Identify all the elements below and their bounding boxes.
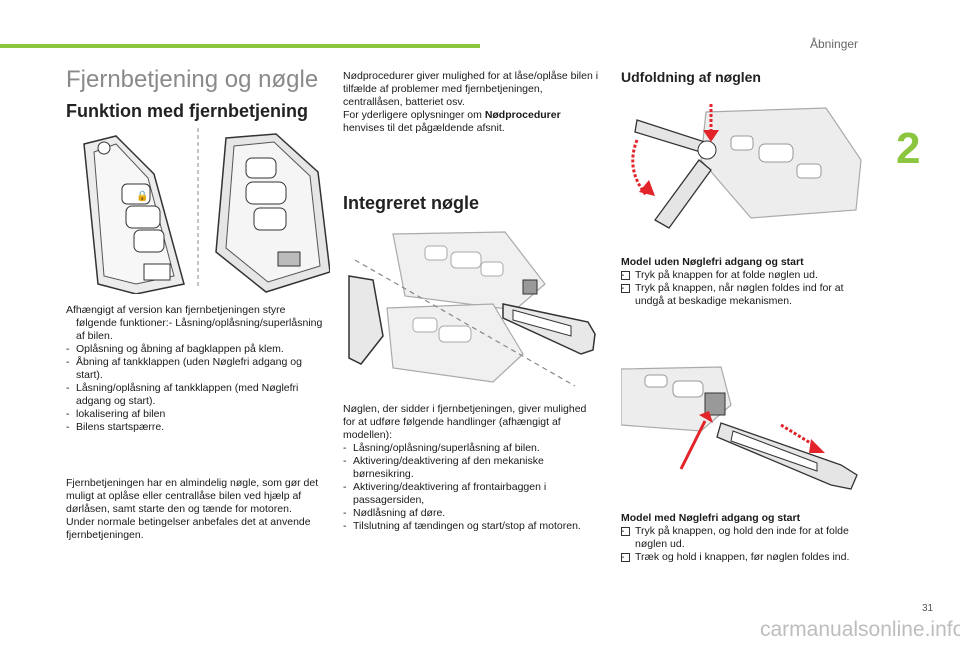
svg-text:🔒: 🔒 (136, 190, 148, 202)
step-text: Tryk på knappen, når nøglen foldes ind f… (635, 282, 844, 307)
page-number: 31 (922, 603, 934, 614)
remote-key-illustration: 🔒 (83, 128, 330, 294)
emergency-reference: For yderligere oplysninger om Nødprocedu… (343, 109, 599, 135)
integrated-key-illustration (348, 231, 596, 387)
step-text: Træk og hold i knappen, før nøglen folde… (635, 551, 850, 563)
checkbox-icon (621, 553, 630, 562)
heading-remote-function: Funktion med fjernbetjening (66, 101, 308, 121)
watermark: carmanualsonline.info (760, 618, 960, 641)
emergency-ref-prefix: For yderligere oplysninger om (343, 109, 485, 121)
heading-unfold-key: Udfoldning af nøglen (621, 69, 761, 85)
model1-instructions: Model uden Nøglefri adgang og start Tryk… (621, 256, 869, 308)
remote-description: Fjernbetjeningen har en almindelig nøgle… (66, 477, 328, 542)
section-label: Åbninger (810, 37, 859, 51)
model2-instructions: Model med Nøglefri adgang og start Tryk … (621, 512, 869, 564)
page-title: Fjernbetjening og nøgle (66, 66, 319, 93)
integrated-key-intro: Nøglen, der sidder i fjernbetjeningen, g… (343, 403, 587, 441)
list-item: lokalisering af bilen (66, 408, 328, 421)
list-item: Tilslutning af tændingen og start/stop a… (343, 520, 599, 533)
remote-functions-list: Oplåsning og åbning af bagklappen på kle… (66, 343, 328, 434)
emergency-note: Nødprocedurer giver mulighed for at låse… (343, 70, 599, 135)
remote-intro-text: Afhængigt af version kan fjernbetjeninge… (66, 304, 323, 342)
list-item: Oplåsning og åbning af bagklappen på kle… (66, 343, 328, 356)
step-text: Tryk på knappen, og hold den inde for at… (635, 525, 849, 550)
remote-recommendation: Under normale betingelser anbefales det … (66, 516, 311, 541)
unfold-key-illustration-model1 (631, 104, 862, 229)
unfold-key-illustration-model2 (621, 366, 858, 490)
list-item: Nødlåsning af døre. (343, 507, 599, 520)
list-item: Tryk på knappen for at folde nøglen ud. (621, 269, 869, 282)
remote-key-paragraph: Fjernbetjeningen har en almindelig nøgle… (66, 477, 319, 515)
list-item: Åbning af tankklappen (uden Nøglefri adg… (66, 356, 328, 382)
list-item: Bilens startspærre. (66, 421, 328, 434)
model2-title: Model med Nøglefri adgang og start (621, 512, 801, 524)
checkbox-icon (621, 271, 630, 280)
header-accent-bar (0, 44, 480, 48)
list-item: Låsning/oplåsning af tankklappen (med Nø… (66, 382, 328, 408)
list-item: Låsning/oplåsning/superlåsning af bilen. (343, 442, 599, 455)
list-item: Aktivering/deaktivering af den mekaniske… (343, 455, 599, 481)
list-item: Aktivering/deaktivering af frontairbagge… (343, 481, 599, 507)
list-item: Tryk på knappen, og hold den inde for at… (621, 525, 869, 551)
step-text: Tryk på knappen for at folde nøglen ud. (635, 269, 818, 281)
chapter-number: 2 (896, 124, 921, 173)
heading-integrated-key: Integreret nøgle (343, 193, 480, 213)
integrated-key-text: Nøglen, der sidder i fjernbetjeningen, g… (343, 403, 599, 533)
emergency-ref-bold: Nødprocedurer (484, 109, 561, 121)
emergency-text: Nødprocedurer giver mulighed for at låse… (343, 70, 599, 108)
model1-title: Model uden Nøglefri adgang og start (621, 256, 804, 268)
checkbox-icon (621, 284, 630, 293)
emergency-ref-suffix: henvises til det pågældende afsnit. (343, 122, 505, 134)
integrated-key-actions: Låsning/oplåsning/superlåsning af bilen.… (343, 442, 599, 533)
list-item: Træk og hold i knappen, før nøglen folde… (621, 551, 869, 564)
model2-steps: Tryk på knappen, og hold den inde for at… (621, 525, 869, 564)
list-item: Tryk på knappen, når nøglen foldes ind f… (621, 282, 869, 308)
checkbox-icon (621, 527, 630, 536)
model1-steps: Tryk på knappen for at folde nøglen ud. … (621, 269, 869, 308)
remote-intro: Afhængigt af version kan fjernbetjeninge… (66, 304, 328, 434)
